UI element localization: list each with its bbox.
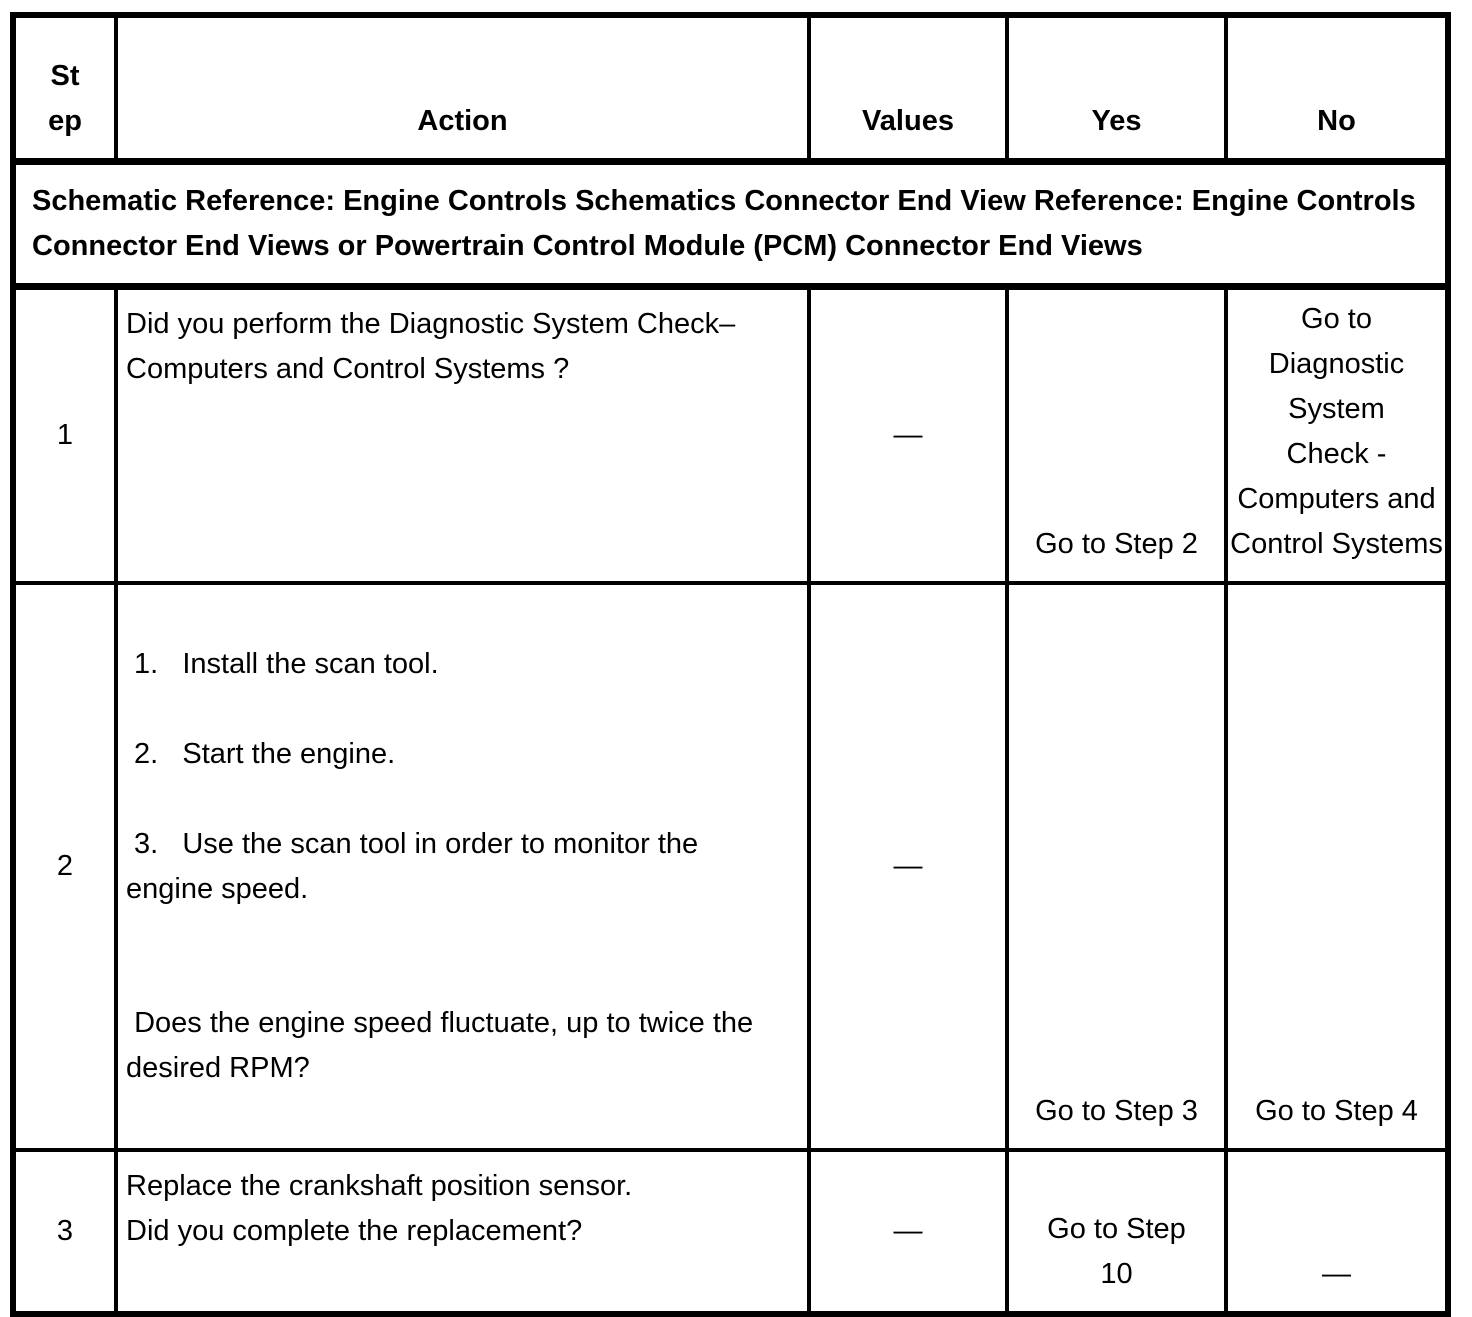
step-2-number: 2 xyxy=(11,581,118,1152)
step-2-action-item-2: 2. Start the engine. xyxy=(134,738,396,770)
step-2-no: Go to Step 4 xyxy=(1224,581,1450,1152)
column-header-step-label: Step xyxy=(48,59,82,137)
column-header-action: Action xyxy=(114,13,811,165)
step-1-action: Did you perform the Diagnostic System Ch… xyxy=(114,284,811,585)
column-header-yes: Yes xyxy=(1005,13,1228,165)
step-1-no: Go to Diagnostic System Check - Computer… xyxy=(1224,284,1450,585)
step-2-action-item-1: 1. Install the scan tool. xyxy=(134,648,439,680)
step-1-values: — xyxy=(807,284,1009,585)
table-header-row: Step Action Values Yes No xyxy=(11,13,1450,165)
step-3-yes: Go to Step 10 xyxy=(1005,1148,1228,1316)
step-2-values: — xyxy=(807,581,1009,1152)
step-1-yes: Go to Step 2 xyxy=(1005,284,1228,585)
step-2-action-question: Does the engine speed fluctuate, up to t… xyxy=(126,1007,762,1084)
diagnostic-procedure-table: Step Action Values Yes No Schematic Refe… xyxy=(10,12,1451,1317)
schematic-reference-note: Schematic Reference: Engine Controls Sch… xyxy=(11,159,1450,290)
schematic-reference-row: Schematic Reference: Engine Controls Sch… xyxy=(11,159,1450,290)
column-header-no: No xyxy=(1224,13,1450,165)
column-header-step: Step xyxy=(11,13,118,165)
step-3-number: 3 xyxy=(11,1148,118,1316)
step-1-number: 1 xyxy=(11,284,118,585)
step-3-action: Replace the crankshaft position sensor. … xyxy=(114,1148,811,1316)
table-row: 1 Did you perform the Diagnostic System … xyxy=(11,284,1450,585)
step-2-action: 1. Install the scan tool. 2. Start the e… xyxy=(114,581,811,1152)
step-2-yes: Go to Step 3 xyxy=(1005,581,1228,1152)
table-row: 3 Replace the crankshaft position sensor… xyxy=(11,1148,1450,1316)
step-3-values: — xyxy=(807,1148,1009,1316)
step-3-no: — xyxy=(1224,1148,1450,1316)
step-2-action-item-3: 3. Use the scan tool in order to monitor… xyxy=(126,828,707,905)
column-header-values: Values xyxy=(807,13,1009,165)
table-row: 2 1. Install the scan tool. 2. Start the… xyxy=(11,581,1450,1152)
